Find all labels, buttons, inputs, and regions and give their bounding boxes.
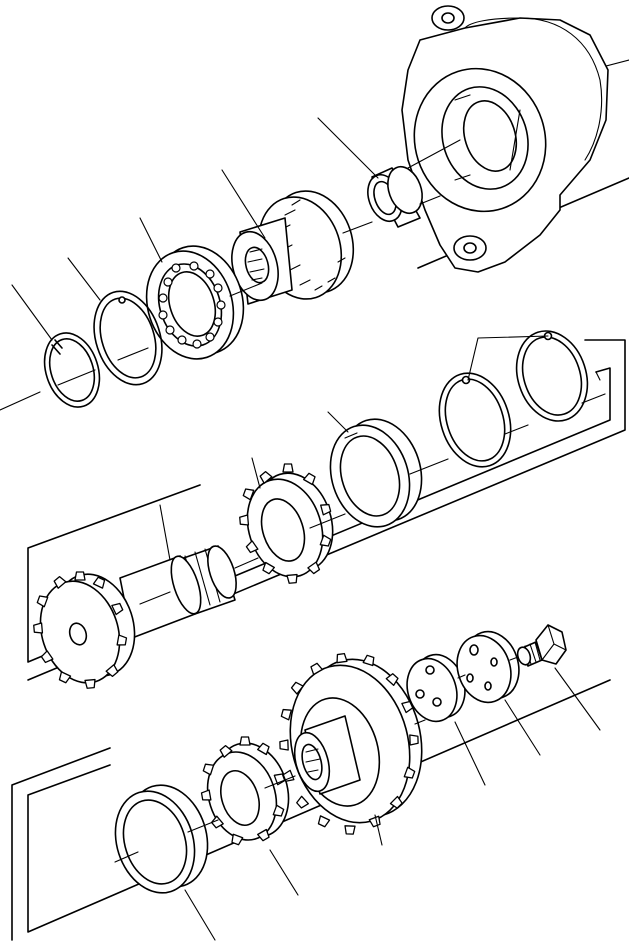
group-bracket-bottom [12,680,610,940]
bearing-cup-middle [318,409,434,537]
axis-line-middle [140,394,605,604]
tapered-roller-bearing [200,736,300,846]
snap-ring-small [36,326,109,414]
axis-line-top [0,196,440,410]
leader-spline-gear [222,170,265,238]
leader-bearing-cup-bottom [185,890,215,940]
needle-bearing [362,162,428,227]
bearing-cup-bottom [103,775,220,903]
bottom-assembly [12,625,610,940]
leader-ball-bearing [140,218,162,262]
leader-needle-bearing [318,118,378,178]
leader-thrust-washer [455,722,485,785]
spur-gear-middle [238,463,344,585]
leader-splined-shaft [160,505,170,560]
ball-bearing [133,235,257,371]
bearing-housing [396,6,608,272]
leader-snap-ring-large [68,258,100,300]
large-spur-gear [279,652,438,835]
leader-large-gear [375,815,382,845]
retainer-plate [449,625,527,710]
top-assembly [0,6,629,414]
leader-snap-ring-small [12,285,52,340]
leader-bearing-cup-middle [328,412,348,432]
leader-retainer-plate [505,700,540,755]
snap-ring-right [505,322,598,431]
thrust-washer [399,648,472,728]
leader-snap-rings [468,336,548,380]
snap-ring-large [83,282,174,393]
hex-bolt [516,625,566,666]
leader-hex-bolt [555,668,600,730]
splined-gear-shaft [32,543,242,690]
spline-gear [225,180,366,310]
leader-spur-gear-middle [252,458,260,488]
snap-ring-left [428,364,522,476]
middle-assembly [28,322,625,690]
axis-line-bottom [115,657,518,862]
leader-tapered-bearing [270,850,298,895]
leader-housing [408,140,460,168]
